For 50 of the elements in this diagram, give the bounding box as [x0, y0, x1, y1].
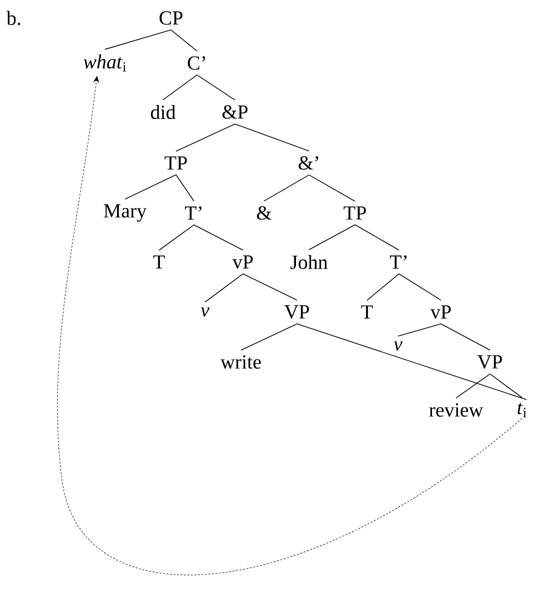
- tree-branch: [124, 174, 176, 200]
- tree-label: T: [361, 305, 373, 319]
- tree-label: TP: [344, 206, 366, 220]
- tree-label: TP: [164, 156, 187, 170]
- example-label: b.: [6, 10, 20, 26]
- tree-label: write: [220, 355, 261, 369]
- tree-label: CP: [160, 11, 182, 25]
- tree-branch: [176, 124, 236, 152]
- tree-branch: [242, 273, 298, 300]
- tree-label: John: [290, 254, 328, 270]
- tree-label: T: [153, 255, 165, 269]
- tree-branch: [158, 224, 194, 251]
- tree-branch: [162, 74, 198, 100]
- tree-branch: [234, 124, 310, 152]
- tree-label: T’: [390, 255, 407, 269]
- tree-branch: [398, 273, 442, 301]
- tree-label: vP: [232, 255, 253, 269]
- tree-branch: [240, 324, 298, 350]
- tree-label: t$_{i}$: [518, 402, 526, 418]
- tree-label: review: [429, 403, 484, 417]
- tree-label: VP: [477, 355, 502, 369]
- tree-branch: [204, 273, 244, 303]
- tree-label: did: [150, 104, 176, 120]
- tree-branch: [104, 30, 172, 50]
- tree-label: vP: [430, 305, 451, 319]
- tree-branch: [398, 323, 442, 337]
- tree-label: Mary: [104, 204, 147, 222]
- tree-label: T’: [184, 206, 202, 220]
- tree-label: VP: [284, 305, 309, 319]
- tree-branch: [194, 224, 244, 251]
- tree-label: &’: [298, 156, 318, 170]
- tree-branch: [440, 323, 490, 350]
- tree-branch: [354, 224, 400, 251]
- tree-branch: [366, 273, 400, 301]
- tree-branch: [176, 174, 194, 202]
- tree-branch: [490, 374, 522, 398]
- tree-label: v: [200, 307, 210, 317]
- tree-branch: [296, 324, 527, 400]
- tree-label: what$_{i}$: [84, 54, 126, 72]
- tree-label: C’: [188, 56, 206, 70]
- tree-branch: [196, 74, 236, 100]
- movement-arrow: [57, 76, 522, 575]
- tree-branch: [264, 174, 310, 202]
- tree-branch: [170, 30, 198, 52]
- tree-branch: [456, 374, 490, 398]
- tree-branch: [308, 174, 356, 202]
- tree-label: v: [394, 341, 402, 351]
- tree-label: &: [257, 206, 272, 220]
- tree-branch: [308, 224, 356, 250]
- tree-label: &P: [222, 105, 248, 119]
